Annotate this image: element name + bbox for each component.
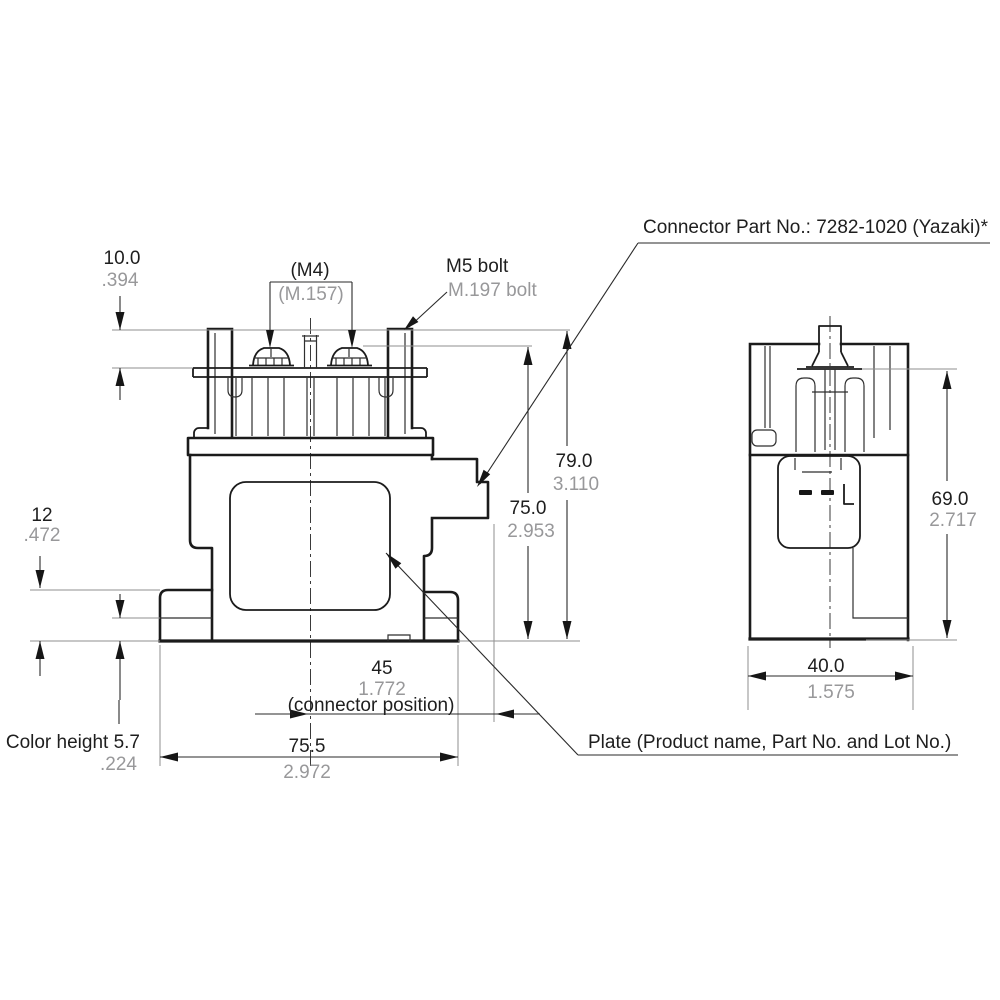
- m5-bolt-label: M5 bolt: [446, 256, 509, 277]
- dim-connector-pos-note: (connector position): [288, 695, 455, 716]
- callout-plate: Plate (Product name, Part No. and Lot No…: [385, 552, 958, 756]
- dim-front-width-mm: 75.5: [289, 736, 326, 757]
- dim-side-width-in: 1.575: [807, 682, 855, 703]
- connector-part-label: Connector Part No.: 7282-1020 (Yazaki)*: [643, 217, 989, 238]
- callout-m4: (M4) (M.157): [266, 260, 356, 348]
- m5-bolt-inch-label: M.197 bolt: [448, 280, 537, 301]
- dim-overall-height-mm: 79.0: [556, 451, 593, 472]
- dim-offset-top: 10.0 .394: [102, 248, 141, 400]
- dim-foot-height-mm: 12: [31, 505, 52, 526]
- color-height-label: Color height 5.7: [6, 732, 140, 753]
- side-case-outline: [748, 342, 910, 642]
- dim-terminal-height: 75.0 2.953: [507, 347, 555, 639]
- socket-pin-right: [821, 490, 834, 495]
- dim-overall-height-in: 3.110: [553, 474, 599, 495]
- dim-overall-height: 79.0 3.110: [553, 331, 599, 639]
- dim-side-height-mm: 69.0: [932, 489, 969, 510]
- front-left-bracket: [193, 327, 234, 439]
- dim-side-height: 69.0 2.717: [929, 371, 977, 638]
- extension-lines: [30, 329, 957, 766]
- side-bottom-step: [852, 548, 908, 619]
- front-right-bracket: [386, 327, 427, 439]
- dim-front-width: 75.5 2.972: [160, 736, 458, 783]
- front-terminal-screw-right: [327, 347, 372, 367]
- dim-connector-pos-mm: 45: [371, 658, 392, 679]
- dim-connector-position: 45 1.772 (connector position): [255, 658, 540, 719]
- front-body: [158, 453, 460, 643]
- plate-note-label: Plate (Product name, Part No. and Lot No…: [588, 732, 951, 753]
- dim-offset-top-in: .394: [102, 270, 139, 291]
- front-connector-block: [430, 457, 490, 520]
- front-center-post: [302, 335, 319, 368]
- front-view: [158, 318, 490, 768]
- dim-terminal-height-in: 2.953: [507, 521, 555, 542]
- front-terminal-screw-left: [249, 347, 294, 367]
- front-rib-structure: [227, 378, 394, 436]
- side-view: [748, 316, 910, 648]
- dim-side-width: 40.0 1.575: [748, 656, 913, 703]
- side-top-bolt: [797, 325, 862, 370]
- callout-connector-part: Connector Part No.: 7282-1020 (Yazaki)*: [477, 217, 990, 487]
- dim-side-width-mm: 40.0: [808, 656, 845, 677]
- front-terminal-plate: [192, 367, 428, 378]
- dim-front-width-in: 2.972: [283, 762, 331, 783]
- m4-inch-label: (M.157): [278, 284, 343, 305]
- front-plate-area: [229, 481, 391, 611]
- dim-side-height-in: 2.717: [929, 510, 977, 531]
- dim-connector-pos-in: 1.772: [358, 679, 406, 700]
- side-connector-socket: [777, 455, 861, 549]
- color-height-inch-label: .224: [100, 754, 137, 775]
- dim-foot-height: 12 .472: [24, 505, 61, 676]
- dim-foot-height-in: .472: [24, 525, 61, 546]
- dim-offset-top-mm: 10.0: [104, 248, 141, 269]
- dim-color-height: Color height 5.7 .224: [6, 594, 140, 775]
- dim-terminal-height-mm: 75.0: [510, 498, 547, 519]
- side-internal-structure: [751, 346, 891, 452]
- m4-label: (M4): [290, 260, 329, 281]
- callout-m5-bolt: M5 bolt M.197 bolt: [404, 256, 537, 330]
- socket-pin-left: [799, 490, 812, 495]
